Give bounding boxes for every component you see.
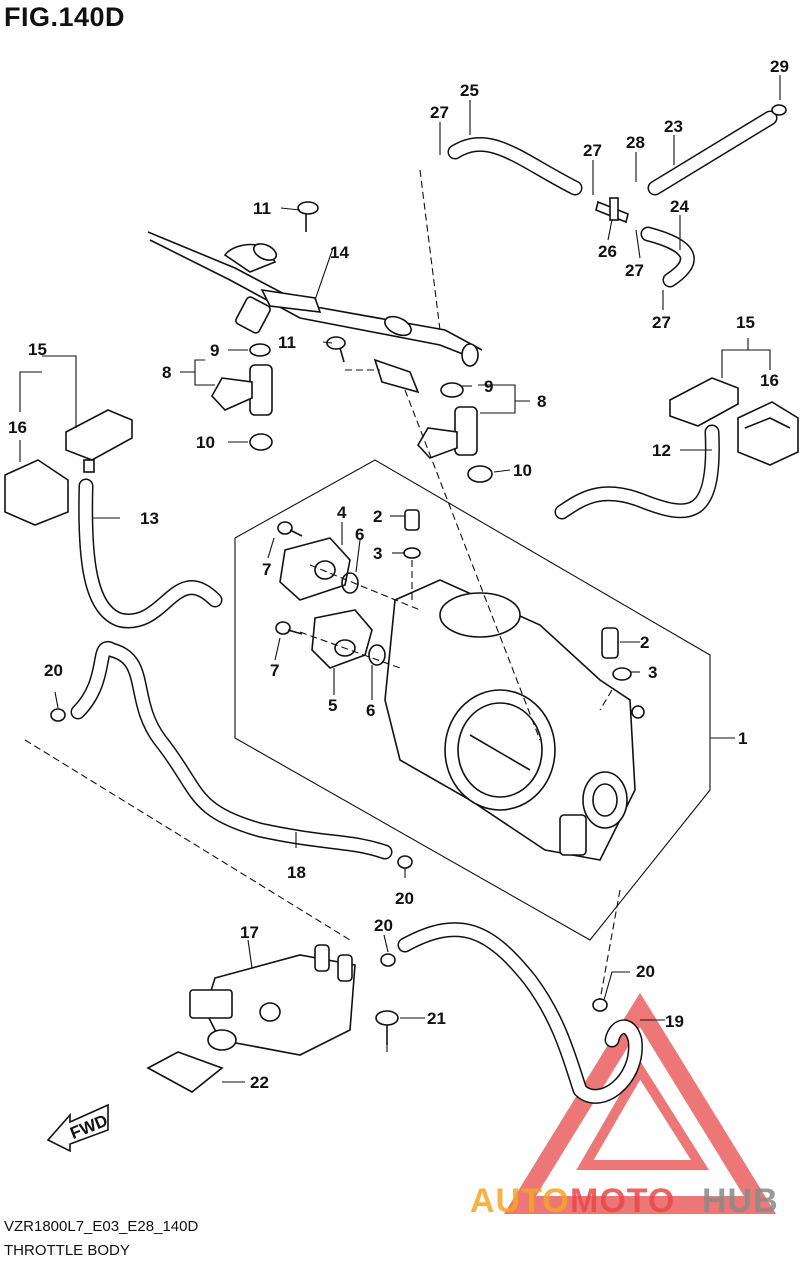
callout-2-lower: 2 <box>640 633 649 652</box>
callout-6-upper: 6 <box>355 525 364 544</box>
callout-21: 21 <box>427 1009 446 1028</box>
callout-27-c: 27 <box>625 261 644 280</box>
clamp-20-b <box>397 855 413 869</box>
clamp-20-d <box>592 998 608 1012</box>
screw-2-lower <box>601 627 632 681</box>
hose-19 <box>397 922 643 1104</box>
section-name: THROTTLE BODY <box>4 1242 130 1259</box>
callout-7-lower: 7 <box>270 661 279 680</box>
callout-20-a: 20 <box>44 661 63 680</box>
watermark <box>503 992 777 1214</box>
callout-7-upper: 7 <box>262 560 271 579</box>
fuel-delivery-pipe <box>147 231 483 394</box>
callout-25: 25 <box>460 81 479 100</box>
callout-13: 13 <box>140 509 159 528</box>
callout-15-left: 15 <box>28 340 47 359</box>
hose-24 <box>640 226 695 288</box>
callout-19: 19 <box>665 1012 684 1031</box>
callout-27-b: 27 <box>583 141 602 160</box>
pressure-sensor-right <box>669 377 739 427</box>
callout-18: 18 <box>287 863 306 882</box>
callout-20-b: 20 <box>395 889 414 908</box>
callout-9-right: 9 <box>484 377 493 396</box>
screw-7-upper <box>277 521 303 537</box>
diagram-code: VZR1800L7_E03_E28_140D <box>4 1218 199 1235</box>
clamp-20-a <box>50 708 66 722</box>
hose-12 <box>554 424 720 520</box>
watermark-text: AUTO MOTO HUB <box>470 1182 779 1220</box>
watermark-hub: HUB <box>702 1182 779 1220</box>
hose-13 <box>78 478 223 629</box>
callout-27-a: 27 <box>430 103 449 122</box>
callout-5: 5 <box>328 696 337 715</box>
callout-labels: 1 2 2 3 3 4 5 6 6 7 7 8 8 9 9 10 10 11 1… <box>8 57 789 1092</box>
screw-11-mid <box>326 336 346 363</box>
screw-2-upper <box>403 509 421 559</box>
callout-10-right: 10 <box>513 461 532 480</box>
callout-6-lower: 6 <box>366 701 375 720</box>
callout-10-left: 10 <box>196 433 215 452</box>
fuel-injector-left <box>211 343 273 451</box>
assembly-frame <box>234 459 711 941</box>
callout-14: 14 <box>330 243 349 262</box>
callout-2-upper: 2 <box>373 507 382 526</box>
callout-29: 29 <box>770 57 789 76</box>
watermark-auto: AUTO <box>470 1182 570 1220</box>
sensor-cover-right <box>737 401 799 466</box>
callout-20-d: 20 <box>636 962 655 981</box>
hose-18 <box>70 641 393 860</box>
callout-3-upper: 3 <box>373 544 382 563</box>
callout-8-right: 8 <box>537 392 546 411</box>
callout-20-c: 20 <box>374 916 393 935</box>
o-ring-6-upper <box>341 572 359 594</box>
screw-21 <box>375 1010 399 1045</box>
callout-16-left: 16 <box>8 418 27 437</box>
sensor-5 <box>311 609 373 669</box>
callout-3-lower: 3 <box>648 663 657 682</box>
callout-11-mid: 11 <box>278 333 296 352</box>
throttle-body <box>384 579 645 861</box>
callout-23: 23 <box>664 117 683 136</box>
callout-12: 12 <box>652 441 671 460</box>
callout-4: 4 <box>337 503 347 522</box>
clamp-20-c <box>380 953 396 967</box>
leader-lines <box>19 75 781 1083</box>
hose-25 <box>447 136 583 196</box>
hose-23 <box>647 110 778 196</box>
callout-24: 24 <box>670 197 689 216</box>
callout-17: 17 <box>240 923 259 942</box>
callout-27-d: 27 <box>652 313 671 332</box>
callout-22: 22 <box>250 1073 269 1092</box>
callout-8-left: 8 <box>162 363 171 382</box>
label-plate-22 <box>146 1051 224 1093</box>
throttle-position-sensor-4 <box>279 537 351 601</box>
t-joint-26 <box>595 197 629 224</box>
fuel-injector-right <box>417 382 493 483</box>
fwd-label: FWD <box>67 1111 110 1143</box>
screw-7-lower <box>275 621 303 635</box>
callout-1: 1 <box>738 729 747 748</box>
callout-28: 28 <box>626 133 645 152</box>
watermark-moto: MOTO <box>570 1182 675 1220</box>
callout-9-left: 9 <box>210 341 219 360</box>
idle-valve-unit-17 <box>189 944 356 1056</box>
callout-26: 26 <box>598 242 617 261</box>
clamp-29 <box>771 104 787 116</box>
callout-16-right: 16 <box>760 371 779 390</box>
sensor-cover-left <box>4 459 69 526</box>
callout-11-top: 11 <box>253 199 271 218</box>
pressure-sensor-left <box>65 409 133 473</box>
callout-15-right: 15 <box>736 313 755 332</box>
screw-11-top <box>297 201 319 232</box>
o-ring-6-lower <box>368 644 386 666</box>
forward-direction-arrow: FWD <box>46 1103 110 1153</box>
figure-title: FIG.140D <box>4 2 126 32</box>
